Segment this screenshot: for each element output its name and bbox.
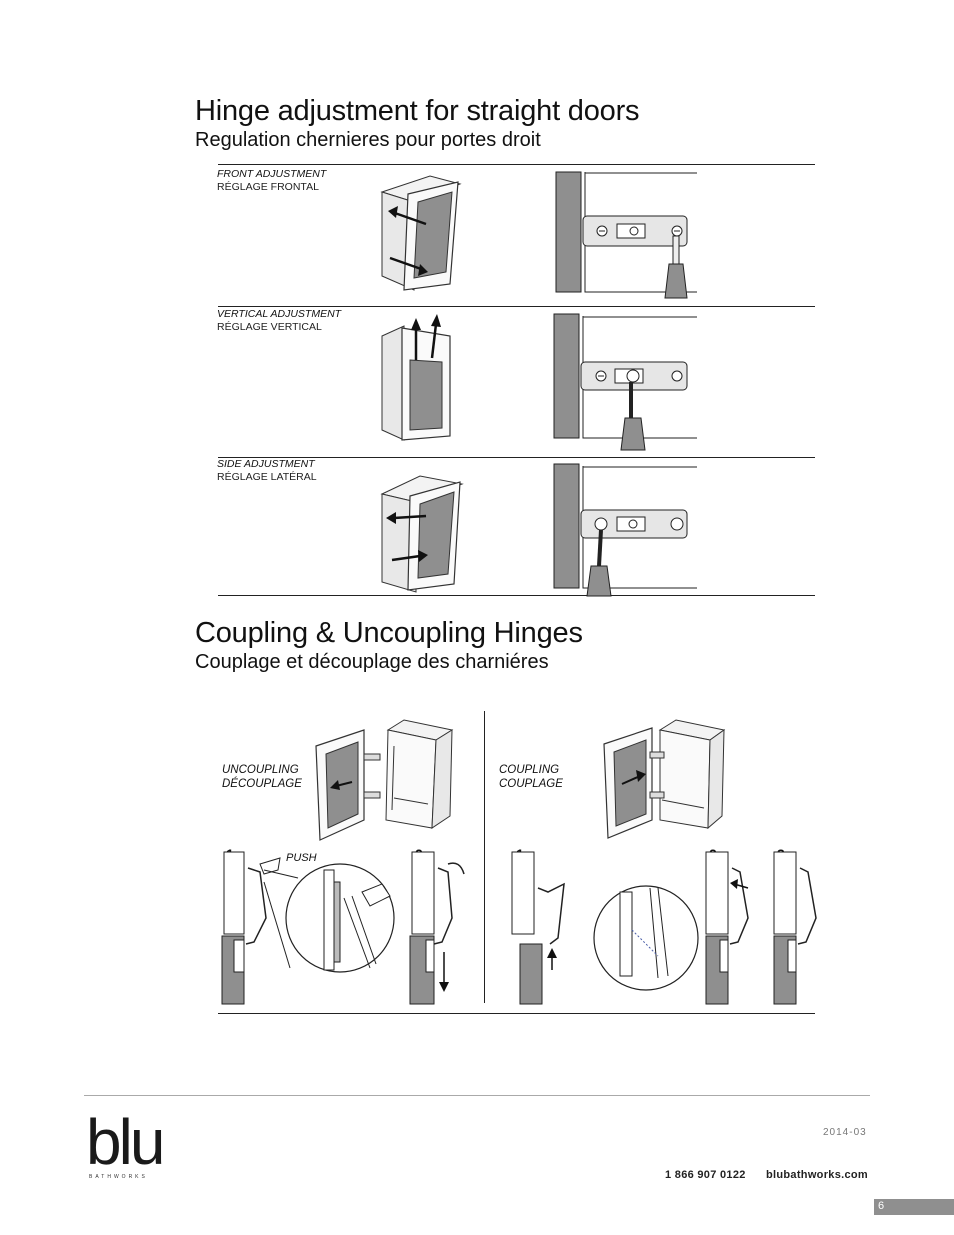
vertical-adjustment-cabinet-illustration [381,314,451,441]
uncoupling-overview-illustration [315,719,454,841]
section-subtitle-hinge-adjustment: Regulation chernieres pour portes droit [195,129,541,151]
front-adjustment-cabinet-illustration [380,175,462,291]
section-bottom-rule [218,1013,815,1014]
row-divider [218,595,815,596]
side-adjustment-cabinet-illustration [380,475,464,593]
brand-logo: blu [86,1106,165,1178]
uncoupling-step-1-illustration [221,851,395,1005]
coupling-step-2-illustration [705,851,749,1005]
row-divider [218,457,815,458]
section-subtitle-coupling: Couplage et découplage des charniéres [195,651,549,673]
vertical-adjustment-hinge-illustration [553,313,697,451]
page-number-tab: 6 [874,1199,954,1215]
coupling-label-fr: COUPLAGE [499,778,563,790]
phone-number: 1 866 907 0122 [665,1169,746,1181]
front-adjustment-label: FRONT ADJUSTMENT [217,168,327,180]
brand-subtitle: BATHWORKS [89,1174,148,1180]
front-adjustment-hinge-illustration [555,171,697,299]
uncoupling-label: UNCOUPLING [222,764,299,776]
page-number: 6 [878,1200,885,1212]
coupling-label: COUPLING [499,764,560,776]
revision-date: 2014-03 [823,1127,867,1138]
column-divider [484,711,485,1003]
footer-divider [84,1095,870,1096]
row-divider [218,306,815,307]
section-title-coupling: Coupling & Uncoupling Hinges [195,617,583,649]
coupling-overview-illustration [603,719,726,839]
coupling-step-3-illustration [773,851,817,1005]
coupling-step-1-illustration [511,851,699,1005]
side-adjustment-hinge-illustration [553,463,697,597]
vertical-adjustment-label-fr: RÉGLAGE VERTICAL [217,321,322,333]
uncoupling-step-2-illustration [409,851,465,1005]
vertical-adjustment-label: VERTICAL ADJUSTMENT [217,308,342,320]
push-label: PUSH [286,852,317,864]
front-adjustment-label-fr: RÉGLAGE FRONTAL [217,181,319,193]
side-adjustment-label: SIDE ADJUSTMENT [217,458,315,470]
section-title-hinge-adjustment: Hinge adjustment for straight doors [195,95,640,127]
side-adjustment-label-fr: RÉGLAGE LATÉRAL [217,471,317,483]
uncoupling-label-fr: DÉCOUPLAGE [222,778,302,790]
website-link[interactable]: blubathworks.com [766,1169,868,1181]
row-divider [218,164,815,165]
